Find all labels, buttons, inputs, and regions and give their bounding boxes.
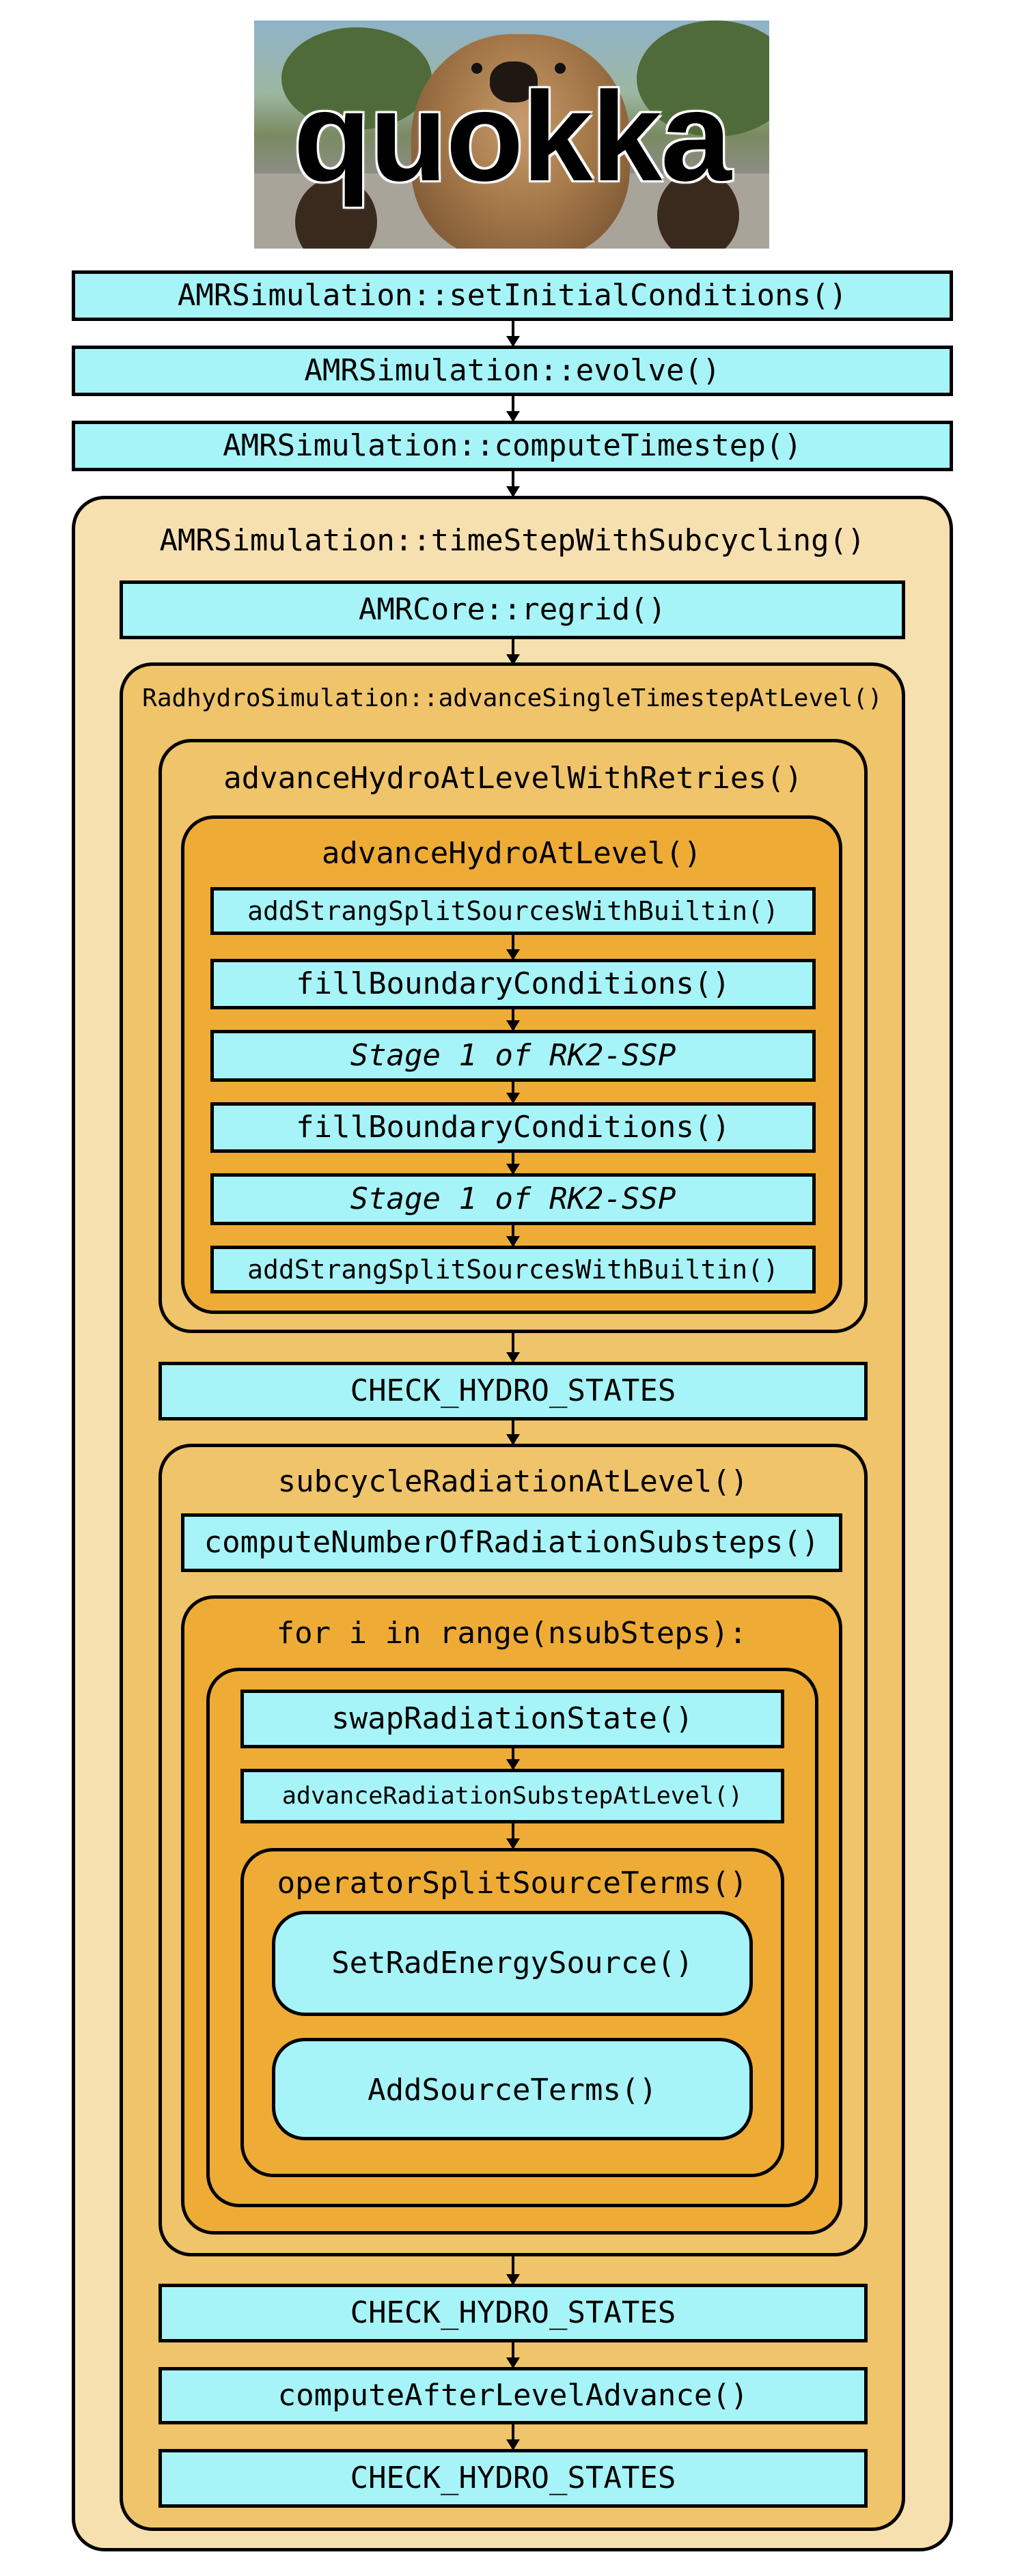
compute-after-level-advance-step: computeAfterLevelAdvance(): [158, 2367, 868, 2424]
set-rad-energy-source-step: SetRadEnergySource(): [272, 1911, 753, 2016]
flow-arrow: [506, 396, 520, 422]
add-source-terms-step: AddSourceTerms(): [272, 2038, 753, 2140]
swap-radiation-state-step: swapRadiationState(): [240, 1690, 784, 1748]
advance-hydro-with-retries-title: advanceHydroAtLevelWithRetries(): [223, 761, 803, 796]
flow-arrow: [506, 1009, 520, 1031]
check-hydro-states-step: CHECK_HYDRO_STATES: [158, 2449, 868, 2508]
time-step-with-subcycling-title: AMRSimulation::timeStepWithSubcycling(): [159, 523, 866, 558]
add-strang-split-sources-step: addStrangSplitSourcesWithBuiltin(): [210, 887, 816, 935]
substep-loop-title: for i in range(nsubSteps):: [276, 1616, 747, 1651]
flow-arrow: [506, 321, 520, 347]
check-hydro-states-step: CHECK_HYDRO_STATES: [158, 2284, 868, 2342]
advance-radiation-substep-step: advanceRadiationSubstepAtLevel(): [240, 1769, 784, 1823]
check-hydro-states-step: CHECK_HYDRO_STATES: [158, 1362, 868, 1420]
logo-word: quokka: [293, 66, 731, 208]
compute-timestep-step: AMRSimulation::computeTimestep(): [72, 421, 953, 471]
flow-arrow: [506, 1153, 520, 1175]
flow-arrow: [506, 2424, 520, 2450]
rk2-ssp-stage-step: Stage 1 of RK2-SSP: [210, 1030, 816, 1082]
flow-arrow: [506, 1420, 520, 1445]
operator-split-source-terms-title: operatorSplitSourceTerms(): [277, 1866, 748, 1901]
flow-arrow: [506, 639, 520, 665]
flow-arrow: [506, 1333, 520, 1363]
add-strang-split-sources-step: addStrangSplitSourcesWithBuiltin(): [210, 1246, 816, 1293]
fill-boundary-conditions-step: fillBoundaryConditions(): [210, 1102, 816, 1153]
regrid-step: AMRCore::regrid(): [120, 580, 905, 639]
quokka-logo: quokka: [254, 20, 769, 249]
flow-arrow: [506, 2256, 520, 2285]
flow-arrow: [506, 2342, 520, 2368]
flow-arrow: [506, 471, 520, 497]
subcycle-radiation-title: subcycleRadiationAtLevel(): [277, 1464, 749, 1499]
advance-hydro-at-level-title: advanceHydroAtLevel(): [321, 836, 702, 871]
flow-arrow: [506, 1823, 520, 1849]
flow-arrow: [506, 935, 520, 960]
flow-arrow: [506, 1082, 520, 1104]
set-initial-conditions-step: AMRSimulation::setInitialConditions(): [72, 270, 953, 321]
evolve-step: AMRSimulation::evolve(): [72, 346, 953, 396]
compute-number-of-radiation-substeps-step: computeNumberOfRadiationSubsteps(): [181, 1513, 842, 1572]
fill-boundary-conditions-step: fillBoundaryConditions(): [210, 959, 816, 1009]
rk2-ssp-stage-step: Stage 1 of RK2-SSP: [210, 1173, 816, 1225]
flow-arrow: [506, 1748, 520, 1770]
advance-single-timestep-at-level-title: RadhydroSimulation::advanceSingleTimeste…: [142, 684, 883, 712]
flow-arrow: [506, 1225, 520, 1247]
